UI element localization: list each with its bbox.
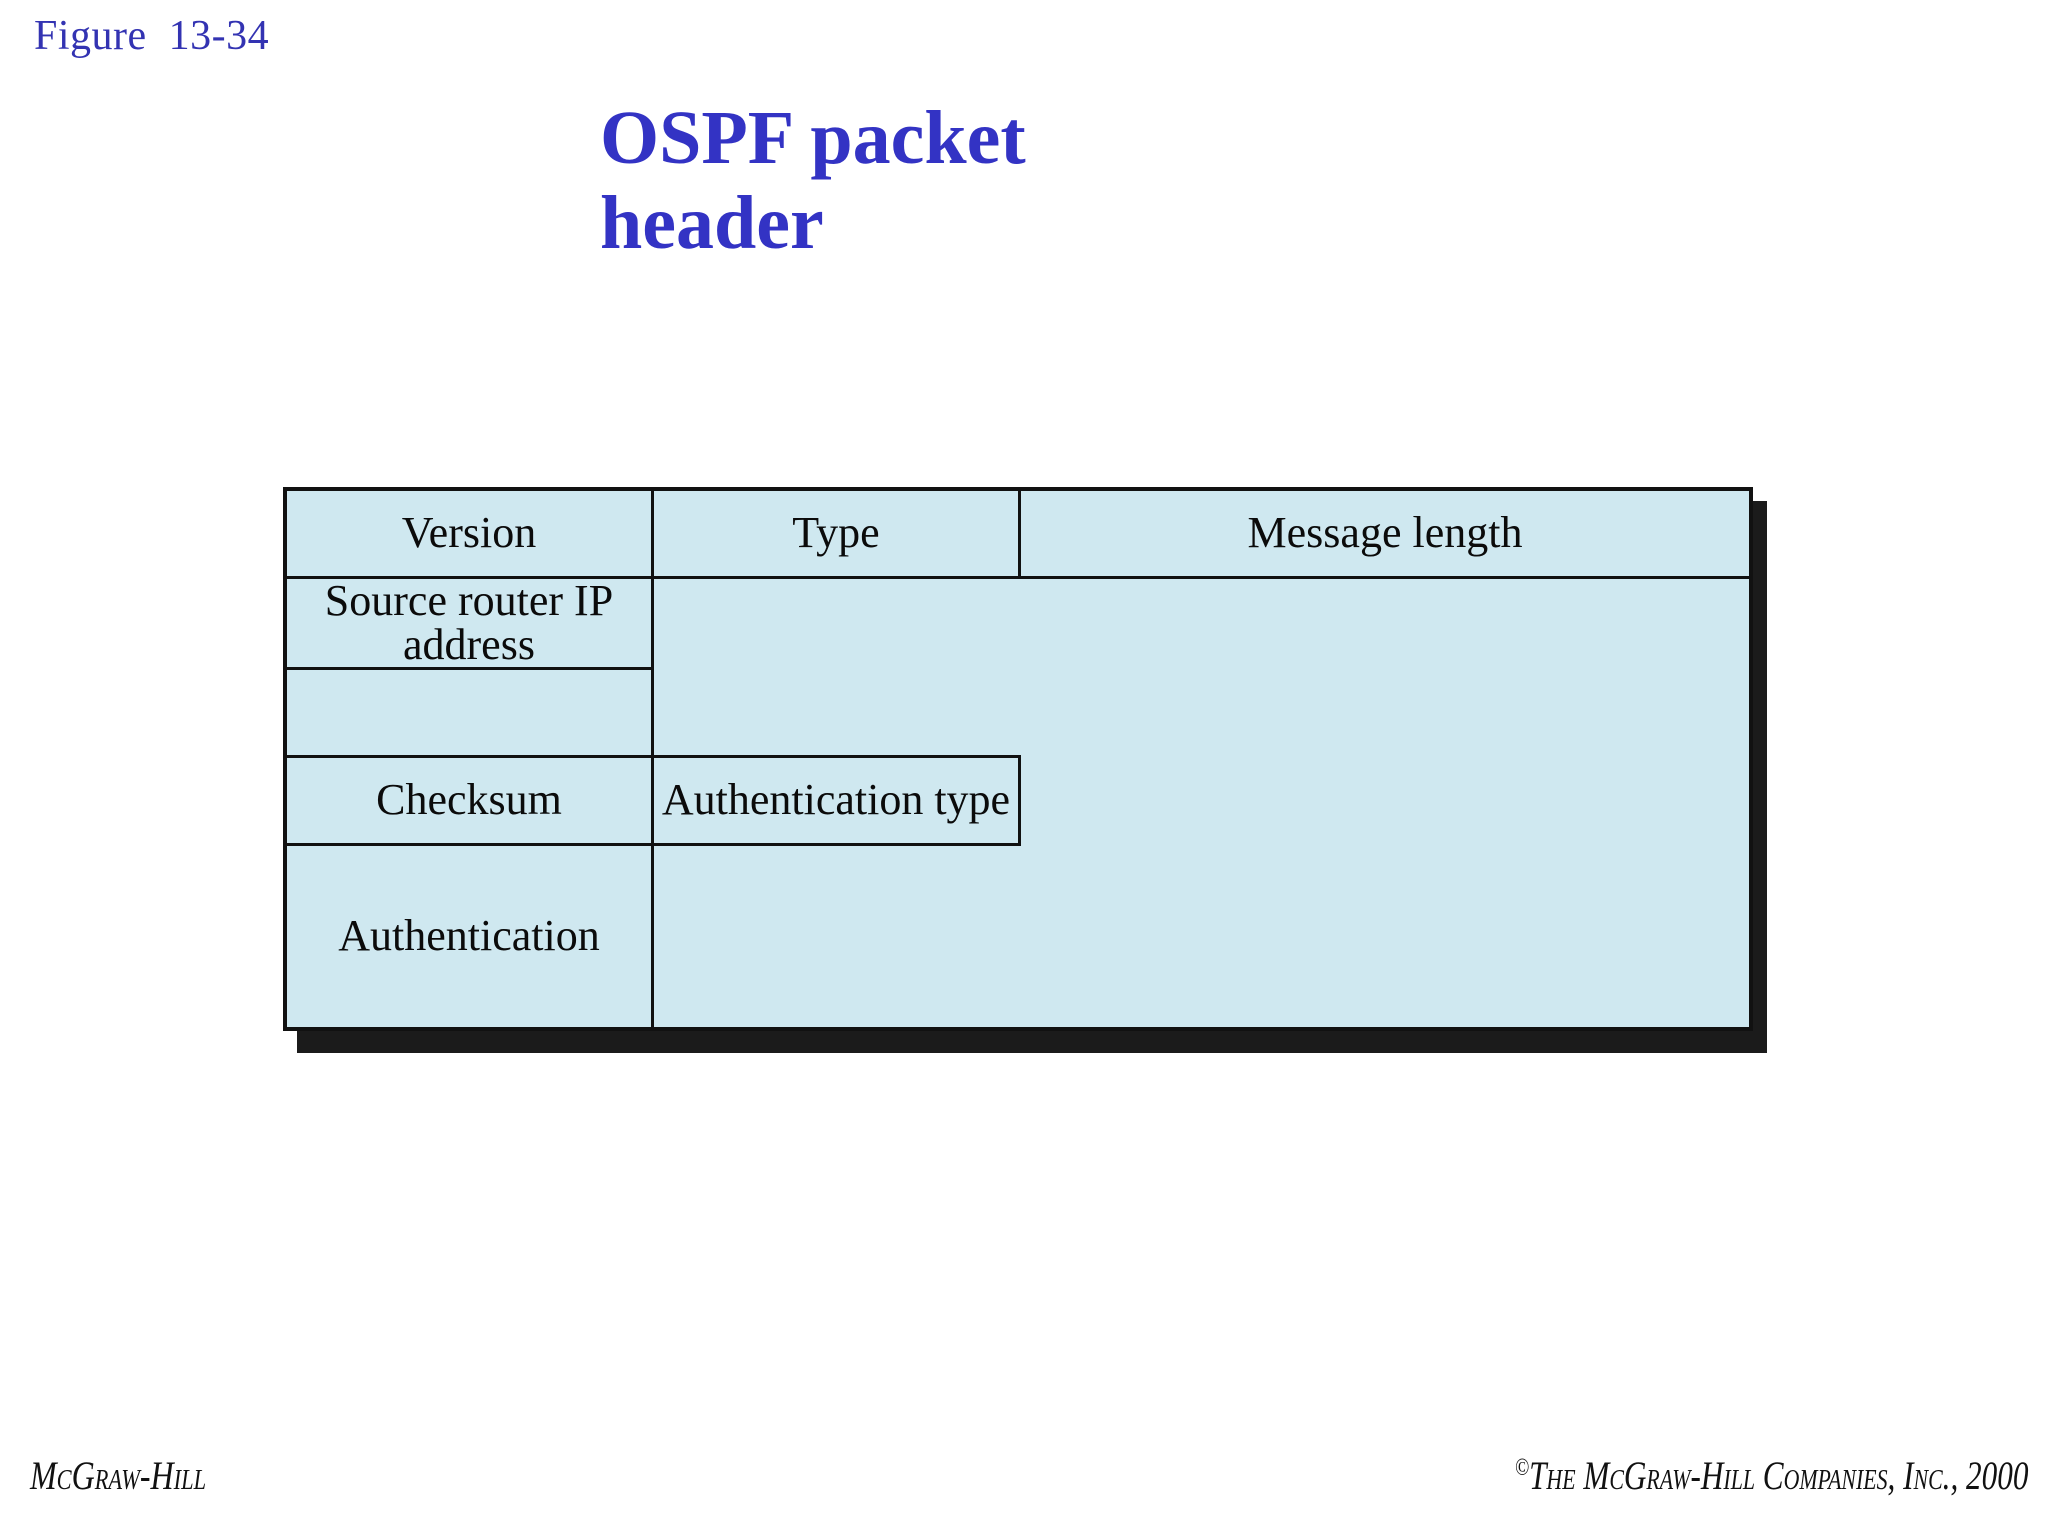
footer-copyright-text: The McGraw-Hill Companies, Inc., 2000 xyxy=(1528,1453,2028,1498)
figure-label: Figure 13-34 xyxy=(34,13,270,59)
packet-field-row: Authentication xyxy=(283,842,1751,1031)
packet-field-cell xyxy=(283,666,654,758)
packet-field-cell: Checksum xyxy=(283,754,654,846)
page-title-line-2: header xyxy=(600,181,824,266)
packet-field-row xyxy=(283,666,1751,758)
packet-field-cell: Authentication xyxy=(283,842,654,1031)
packet-field-cell: Authentication type xyxy=(650,754,1021,846)
footer-publisher: McGraw-Hill xyxy=(30,1453,207,1498)
packet-field-cell: Message length xyxy=(1017,487,1753,579)
copyright-icon: © xyxy=(1514,1455,1529,1481)
page-title-line-1: OSPF packet xyxy=(600,96,1026,180)
footer-copyright: ©The McGraw-Hill Companies, Inc., 2000 xyxy=(1514,1452,2028,1499)
packet-field-cell: Version xyxy=(283,487,654,579)
page-title: OSPF packet header xyxy=(600,96,1160,266)
packet-field-row: Source router IP address xyxy=(283,575,1751,670)
packet-field-cell: Source router IP address xyxy=(283,575,654,670)
packet-field-cell: Type xyxy=(650,487,1021,579)
